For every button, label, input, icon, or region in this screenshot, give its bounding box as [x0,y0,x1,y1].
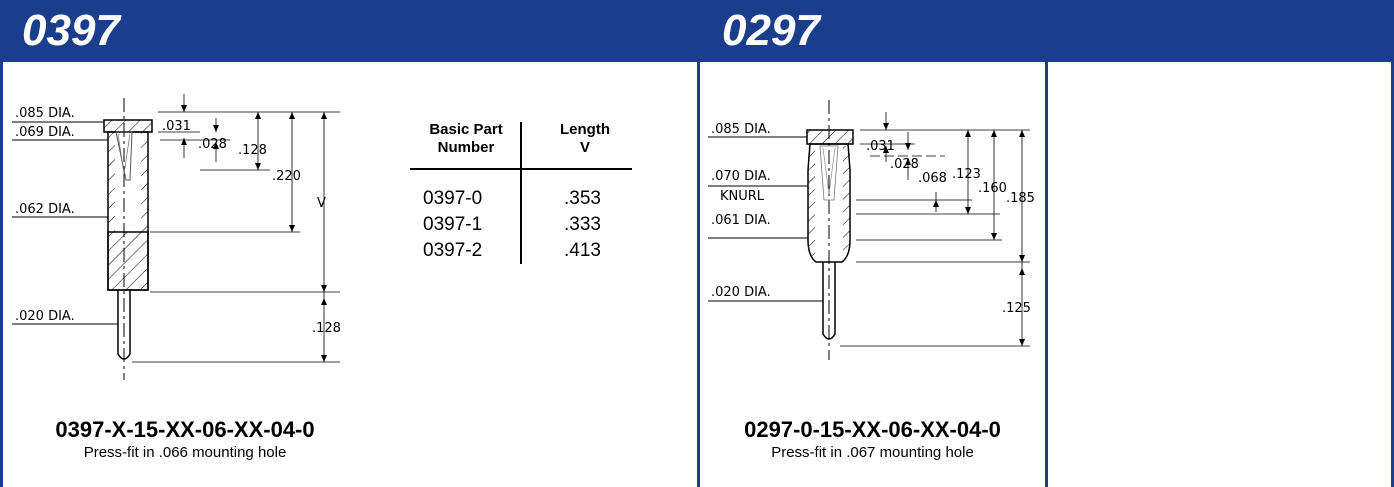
left-section-title: 0397 [22,6,120,55]
dim-label: .061 DIA. [711,213,771,228]
dim-value: .128 [312,321,341,336]
table-cell-part: 0397-0 [423,188,483,209]
table-cell-part: 0397-1 [423,214,483,235]
part-description-0397: Press-fit in .066 mounting hole [83,444,287,461]
part-0297-drawing: .085 DIA. .070 DIA. KNURL .061 DIA. .020… [700,62,1045,362]
table-cell-length: .333 [564,214,601,235]
dim-label: KNURL [720,189,765,204]
dim-value: .125 [1002,301,1031,316]
left-border [0,62,3,487]
dim-value: .068 [918,171,947,186]
dim-value: .185 [1006,191,1035,206]
right-border [1391,62,1394,487]
part-description-0297: Press-fit in .067 mounting hole [771,444,974,461]
part-0297-drawing-svg: .085 DIA. .070 DIA. KNURL .061 DIA. .020… [708,100,1035,360]
dim-value: .220 [272,169,301,184]
dim-label: .062 DIA. [15,202,75,217]
center-divider [697,62,700,487]
dim-label: .085 DIA. [15,106,75,121]
dim-label: .020 DIA. [15,309,75,324]
part-number-0397: 0397-X-15-XX-06-XX-04-0 [55,417,315,442]
dim-label: .070 DIA. [711,169,771,184]
table-cell-part: 0397-2 [423,240,483,261]
dim-value: .028 [890,157,919,172]
dim-label: .085 DIA. [711,122,771,137]
dim-value: .031 [162,119,191,134]
dim-value: .128 [238,143,267,158]
dim-value: V [317,196,326,211]
part-number-0297: 0297-0-15-XX-06-XX-04-0 [744,417,1001,442]
part-0397-drawing: .085 DIA. .069 DIA. .062 DIA. .020 DIA. [0,62,360,392]
dim-label: .020 DIA. [711,285,771,300]
dim-value: .031 [866,139,895,154]
part-0397-drawing-svg: .085 DIA. .069 DIA. .062 DIA. .020 DIA. [12,94,341,380]
table-header-part-number: Basic Part Number [429,121,503,156]
dim-value: .160 [978,181,1007,196]
dim-value: .123 [952,167,981,182]
table-column-rule [520,122,522,264]
dim-value: .028 [198,137,227,152]
header-bar [0,0,1394,62]
right-section-title: 0297 [722,6,820,55]
table-header-length: Length V [560,121,610,156]
right-divider [1045,62,1048,487]
table-cell-length: .413 [564,240,601,261]
dim-label: .069 DIA. [15,125,75,140]
table-cell-length: .353 [564,188,601,209]
